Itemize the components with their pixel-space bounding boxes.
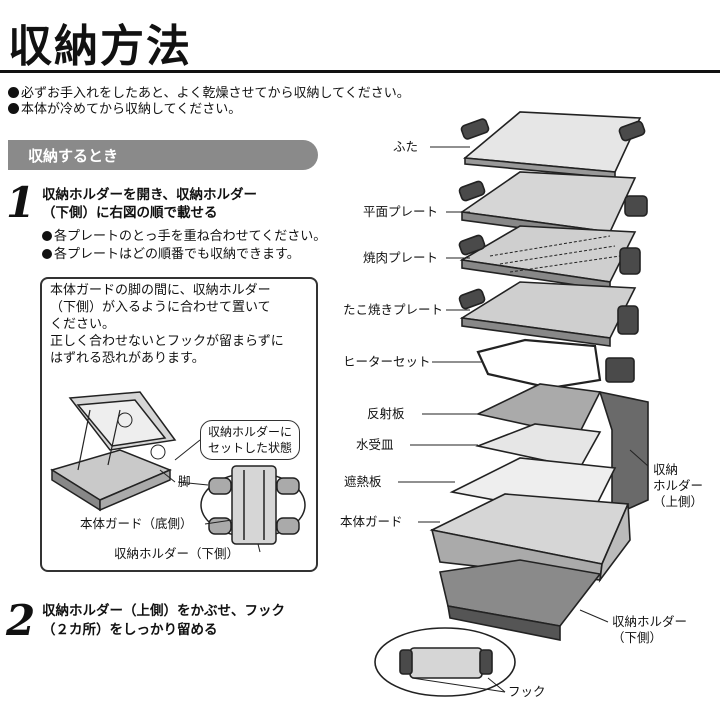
label-water-tray: 水受皿 xyxy=(356,437,394,452)
label-hook: フック xyxy=(508,684,546,699)
bullet-dot-icon xyxy=(42,249,52,259)
label-heat-shield: 遮熱板 xyxy=(344,474,382,489)
callout-text: 本体ガードの脚の間に、収納ホルダー （下側）が入るように合わせて置いて ください… xyxy=(50,283,284,366)
page-title: 収納方法 xyxy=(8,21,192,72)
bullet-dot-icon xyxy=(8,103,19,114)
label-lid: ふた xyxy=(393,139,419,154)
step-1-bullet-2: 各プレートはどの順番でも収納できます。 xyxy=(42,247,300,263)
label-body-guard: 本体ガード xyxy=(340,514,403,529)
holder-open-illustration xyxy=(50,391,177,512)
step-1-number: 1 xyxy=(6,178,36,227)
holder-set-illustration xyxy=(200,465,306,545)
callout-box xyxy=(40,277,318,572)
exploded-view xyxy=(374,111,649,697)
label-flat-plate: 平面プレート xyxy=(363,204,439,219)
label-heater-set: ヒーターセット xyxy=(343,354,431,369)
diagram-leader-lines xyxy=(398,146,649,693)
label-leg: 脚 xyxy=(178,474,191,489)
label-holder-lower: 収納ホルダー （下側） xyxy=(612,614,688,645)
step-1-line-2: （下側）に右図の順で載せる xyxy=(42,205,218,221)
label-reflector: 反射板 xyxy=(367,406,405,421)
step-1-bullet-1: 各プレートのとっ手を重ね合わせてください。 xyxy=(42,229,326,245)
step-2-line-1: 収納ホルダー（上側）をかぶせ、フック xyxy=(42,603,285,619)
inset-leader-lines xyxy=(159,439,261,553)
label-yakiniku-plate: 焼肉プレート xyxy=(363,250,439,265)
label-holder-upper: 収納 ホルダー （上側） xyxy=(653,462,704,509)
bullet-dot-icon xyxy=(42,231,52,241)
note-2: 本体が冷めてから収納してください。 xyxy=(8,102,241,118)
set-state-bubble: 収納ホルダーに セットした状態 xyxy=(200,420,300,460)
step-2-number: 2 xyxy=(6,596,36,645)
section-heading: 収納するとき xyxy=(8,140,318,170)
label-guard-bottom: 本体ガード（底側） xyxy=(80,516,193,531)
label-holder-lower-inset: 収納ホルダー（下側） xyxy=(114,546,240,561)
note-1: 必ずお手入れをしたあと、よく乾燥させてから収納してください。 xyxy=(8,86,410,102)
step-2-line-2: （２カ所）をしっかり留める xyxy=(42,622,218,638)
bullet-dot-icon xyxy=(8,87,19,98)
label-takoyaki-plate: たこ焼きプレート xyxy=(343,302,444,317)
step-1-line-1: 収納ホルダーを開き、収納ホルダー xyxy=(42,187,258,203)
title-divider xyxy=(0,70,720,73)
